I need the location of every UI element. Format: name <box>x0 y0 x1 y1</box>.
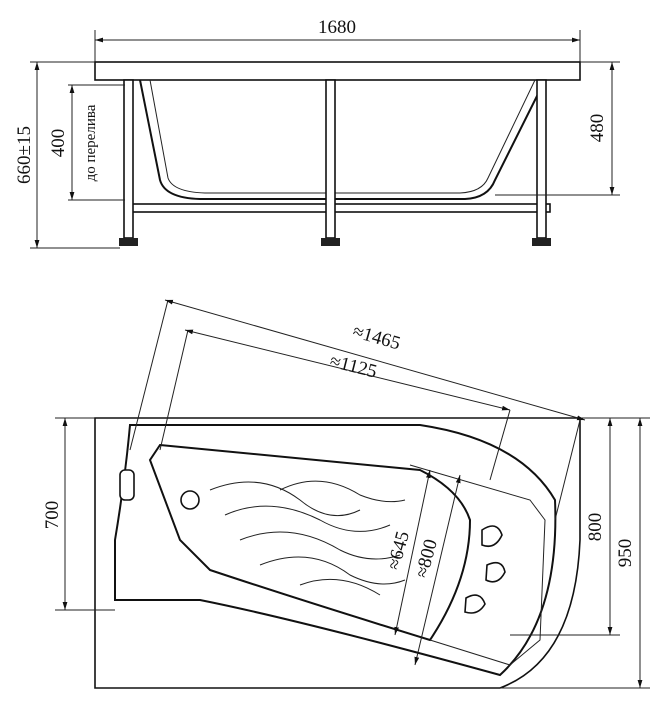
diagonal-outer-label: ≈1465 <box>350 321 402 355</box>
fish-pattern <box>209 480 406 596</box>
right-inner-label: 800 <box>585 513 606 542</box>
side-view: 1680 660±15 400 до перелива 480 <box>14 17 620 249</box>
tub-legs <box>119 79 551 246</box>
drain <box>180 490 200 510</box>
diagonal-inner-label: ≈1125 <box>328 351 379 383</box>
overflow-height-label: 400 <box>48 129 69 158</box>
height-label: 660±15 <box>14 126 35 184</box>
depth-label: 480 <box>587 114 608 143</box>
width-label: 1680 <box>318 17 356 38</box>
tub-inner-rim <box>114 424 557 677</box>
tub-rim <box>94 61 581 81</box>
tub-outline <box>94 417 581 689</box>
headrest-pillows <box>464 525 506 614</box>
right-outer-label: 950 <box>615 539 636 568</box>
frame-bar <box>124 203 551 213</box>
overflow-drain <box>119 469 135 501</box>
top-view: 700 800 950 ≈1465 ≈1125 ≈645 ≈800 <box>42 299 650 689</box>
overflow-caption: до перелива <box>83 104 99 181</box>
tub-body <box>139 79 546 200</box>
left-width-label: 700 <box>42 501 63 530</box>
